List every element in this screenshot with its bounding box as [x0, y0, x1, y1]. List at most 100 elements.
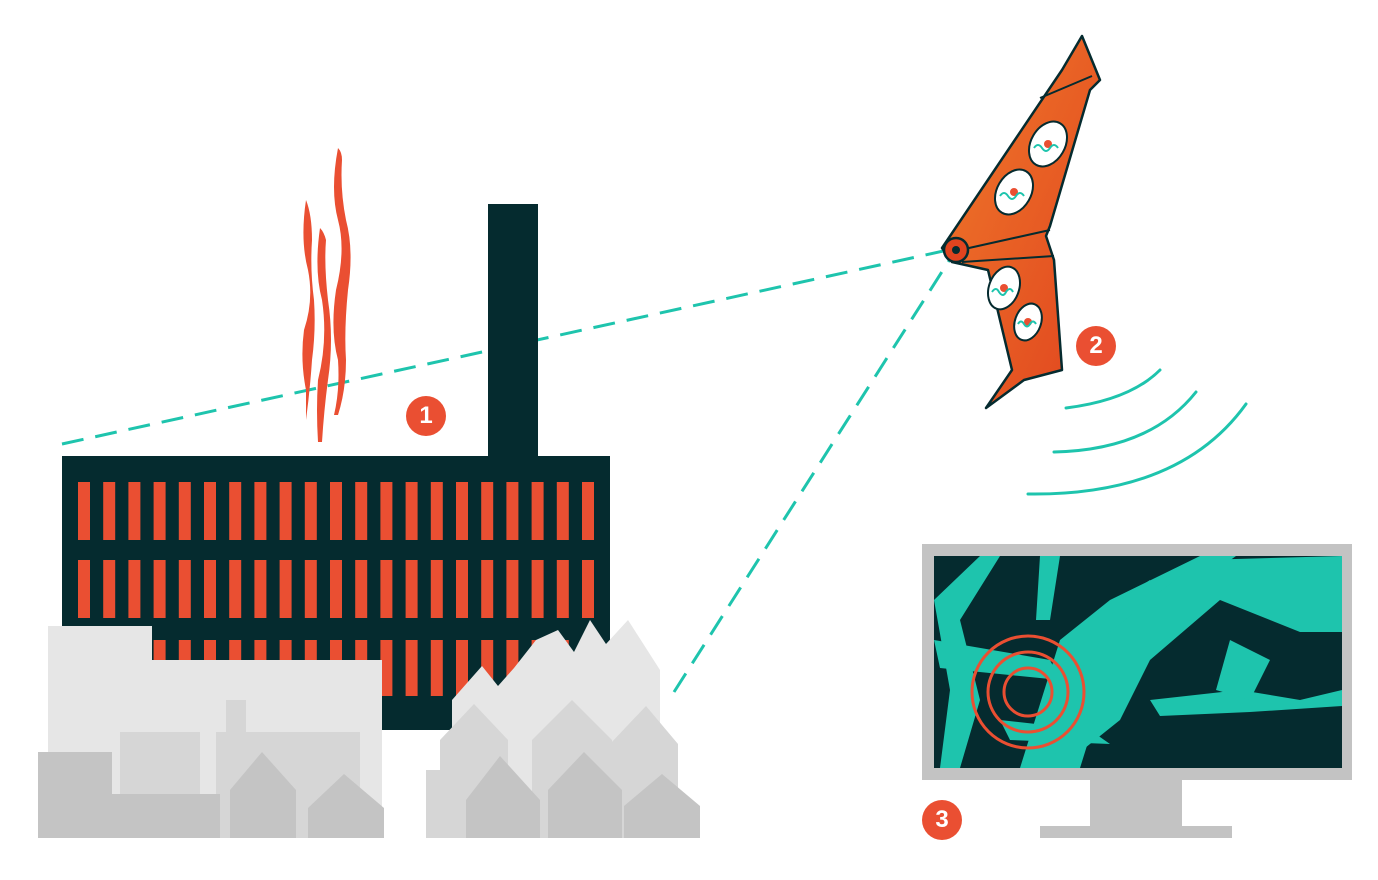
factory-window [506, 560, 519, 618]
drone-wing-fold [961, 255, 1055, 263]
factory-window [178, 560, 191, 618]
factory-window [254, 560, 267, 618]
rotor-hub [1000, 284, 1008, 292]
factory-window [430, 640, 443, 696]
step-badge-3: 3 [922, 800, 962, 840]
factory-window [279, 482, 292, 540]
signal-waves-icon [1026, 368, 1248, 496]
map-roads [934, 556, 1342, 768]
factory-window [405, 560, 418, 618]
signal-wave [1052, 390, 1198, 454]
rotor-blade [1033, 144, 1059, 152]
monitor [922, 544, 1352, 838]
house [624, 774, 700, 838]
rotor-blade [999, 192, 1025, 200]
factory-window [531, 560, 544, 618]
factory-window [330, 560, 342, 618]
factory-window [582, 560, 594, 618]
factory-window [355, 482, 368, 540]
factory-window [304, 560, 317, 618]
step-number: 1 [419, 402, 433, 429]
map-road [1050, 556, 1342, 768]
house [308, 774, 384, 838]
map-location-marker-icon [970, 634, 1086, 750]
marker-ring [1002, 666, 1054, 718]
factory-window [456, 482, 468, 540]
factory-window [430, 560, 443, 618]
factory-window [103, 560, 116, 618]
factory-window [481, 560, 494, 618]
drone-wing-fold [959, 229, 1051, 251]
signal-wave [1064, 368, 1162, 410]
rotor-hub [1010, 188, 1018, 196]
factory-window [380, 560, 393, 618]
factory-window [78, 482, 90, 540]
factory-window [229, 560, 242, 618]
factory-window [279, 560, 292, 618]
rotor-hub [1044, 140, 1052, 148]
factory-window [405, 640, 418, 696]
building [426, 770, 466, 838]
factory-window [330, 482, 342, 540]
smoke-plume-right [333, 148, 351, 415]
factory-window [355, 560, 368, 618]
factory-window [103, 482, 116, 540]
factory-window [405, 482, 418, 540]
factory-window [153, 560, 166, 618]
factory-window [254, 482, 267, 540]
rotor-blade [1017, 320, 1037, 328]
smoke-plumes [302, 148, 351, 442]
rotor-blade [991, 288, 1014, 296]
step-number: 2 [1089, 332, 1103, 359]
factory-window [481, 482, 494, 540]
factory-window [556, 482, 569, 540]
step-badge-2: 2 [1076, 326, 1116, 366]
factory-window [128, 482, 141, 540]
factory-window [531, 482, 544, 540]
map-road [1036, 556, 1060, 620]
factory-window [153, 482, 166, 540]
map-road [1000, 720, 1110, 744]
map-road [1150, 690, 1342, 716]
town-right [426, 620, 700, 838]
drone [940, 34, 1102, 410]
factory-window [128, 560, 141, 618]
marker-ring [986, 650, 1070, 734]
factory-window [78, 560, 90, 618]
map-road [1216, 640, 1270, 700]
factory-window [229, 482, 242, 540]
factory-window [380, 640, 393, 696]
factory-window [430, 482, 443, 540]
drone-wing-edge [1039, 75, 1093, 99]
drone-camera-lens [952, 246, 960, 254]
marker-ring [970, 634, 1086, 750]
factory-window [380, 482, 393, 540]
factory-window [204, 560, 216, 618]
step-number: 3 [935, 806, 949, 833]
rotor-blades [991, 144, 1059, 328]
factory-window [506, 482, 519, 540]
monitor-stand-base [1040, 826, 1232, 838]
factory-window [456, 560, 468, 618]
smoke-plume-left [302, 200, 315, 420]
map-road [934, 640, 1060, 680]
factory-window [456, 640, 468, 696]
house [466, 756, 540, 838]
factory-windows [78, 482, 594, 696]
factory-chimney [488, 204, 538, 458]
factory-window [582, 482, 594, 540]
house [548, 752, 622, 838]
factory-window [304, 482, 317, 540]
town-left [38, 626, 384, 838]
signal-wave [1026, 402, 1248, 496]
sensor-beam-lower [672, 255, 954, 693]
factory-window [556, 560, 569, 618]
factory-window [204, 482, 216, 540]
building [226, 700, 246, 740]
smoke-plume-middle [317, 228, 331, 442]
house [230, 752, 296, 838]
factory-window [178, 482, 191, 540]
step-badge-1: 1 [406, 396, 446, 436]
monitor-stand-neck [1090, 778, 1182, 828]
